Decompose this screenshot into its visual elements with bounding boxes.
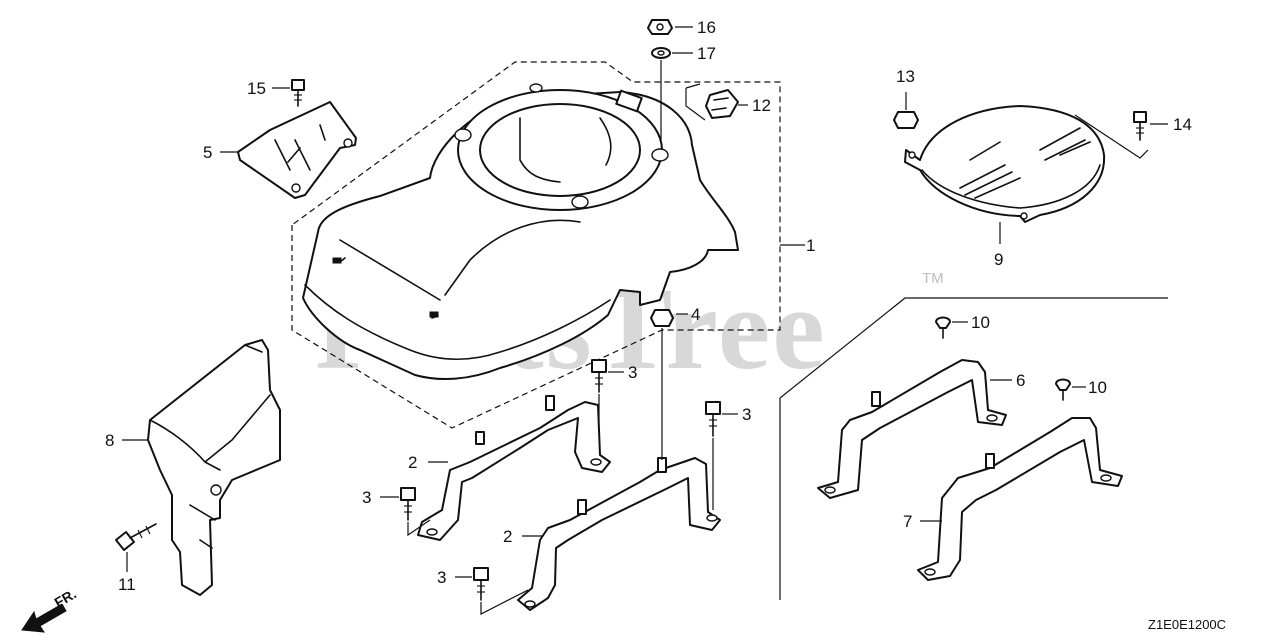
watermark-trademark: TM xyxy=(922,270,944,287)
bolt-3b-part[interactable] xyxy=(705,401,721,437)
stud-line-3d xyxy=(480,589,529,615)
callout-15: 15 xyxy=(247,79,266,98)
bolt-11-part[interactable] xyxy=(115,523,157,551)
callout-3-b: 3 xyxy=(742,405,751,424)
callout-7: 7 xyxy=(903,512,912,531)
callout-4: 4 xyxy=(691,305,700,324)
bracket-2-lower-part[interactable] xyxy=(517,457,721,611)
diagram-code: Z1E0E1200C xyxy=(1148,617,1226,632)
alternate-parts-divider xyxy=(779,297,1168,600)
bolt-10b-part[interactable] xyxy=(1055,378,1071,401)
leader-14-bracket xyxy=(1074,114,1149,159)
callout-3-d: 3 xyxy=(437,568,446,587)
bracket-2-upper-part[interactable] xyxy=(417,395,611,541)
bolt-3d-part[interactable] xyxy=(473,567,489,601)
nut-13-part[interactable] xyxy=(893,111,919,129)
callout-13: 13 xyxy=(896,67,915,86)
leader-12-bracket xyxy=(685,88,706,121)
callout-10-b: 10 xyxy=(1088,378,1107,397)
bracket-7-part[interactable] xyxy=(917,417,1123,581)
bolt-15-part[interactable] xyxy=(291,79,305,107)
callout-17: 17 xyxy=(697,44,716,63)
front-arrow-icon xyxy=(21,603,67,633)
callout-6: 6 xyxy=(1016,371,1025,390)
screen-cover-part[interactable] xyxy=(904,105,1106,223)
bolt-10a-part[interactable] xyxy=(935,316,951,339)
callout-9: 9 xyxy=(994,250,1003,269)
stud-line-3c xyxy=(407,519,431,537)
callout-12: 12 xyxy=(752,96,771,115)
nut-16-part[interactable] xyxy=(647,19,673,35)
leader-12-bracket-top xyxy=(685,83,701,89)
callout-5: 5 xyxy=(203,143,212,162)
callout-2-lower: 2 xyxy=(503,527,512,546)
bolt-3c-part[interactable] xyxy=(400,487,416,521)
callout-1: 1 xyxy=(806,236,815,255)
callout-3-c: 3 xyxy=(362,488,371,507)
bolt-14-part[interactable] xyxy=(1133,111,1147,141)
washer-17-part[interactable] xyxy=(651,47,671,59)
side-shield-part[interactable] xyxy=(147,339,281,596)
callout-8: 8 xyxy=(105,431,114,450)
bracket-6-part[interactable] xyxy=(817,359,1007,499)
clip-12-part[interactable] xyxy=(705,89,739,119)
callout-3-a: 3 xyxy=(628,363,637,382)
nut-4-part[interactable] xyxy=(650,309,674,327)
callout-14: 14 xyxy=(1173,115,1192,134)
front-indicator-label: FR. xyxy=(52,585,80,610)
callout-2-upper: 2 xyxy=(408,453,417,472)
small-shield-part[interactable] xyxy=(237,101,357,199)
bolt-3a-part[interactable] xyxy=(591,359,607,393)
callout-16: 16 xyxy=(697,18,716,37)
fan-cover-part[interactable] xyxy=(302,83,739,381)
callout-10-a: 10 xyxy=(971,313,990,332)
callout-11: 11 xyxy=(118,575,136,594)
